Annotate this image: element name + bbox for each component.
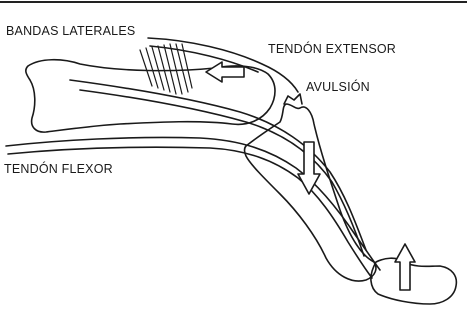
extensor-tendon-label: TENDÓN EXTENSOR <box>268 42 396 56</box>
central-tendon-line-2 <box>80 90 364 256</box>
lateral-bands-hatching <box>140 44 192 94</box>
fingertip-bone <box>371 258 456 304</box>
lateral-bands-label: BANDAS LATERALES <box>6 24 135 38</box>
avulsion-label: AVULSIÓN <box>306 80 370 94</box>
central-tendon-line-1 <box>70 80 366 250</box>
avulsion-fragment <box>284 94 302 104</box>
flexor-tendon-label: TENDÓN FLEXOR <box>4 162 113 176</box>
up-arrow-icon <box>395 244 415 290</box>
